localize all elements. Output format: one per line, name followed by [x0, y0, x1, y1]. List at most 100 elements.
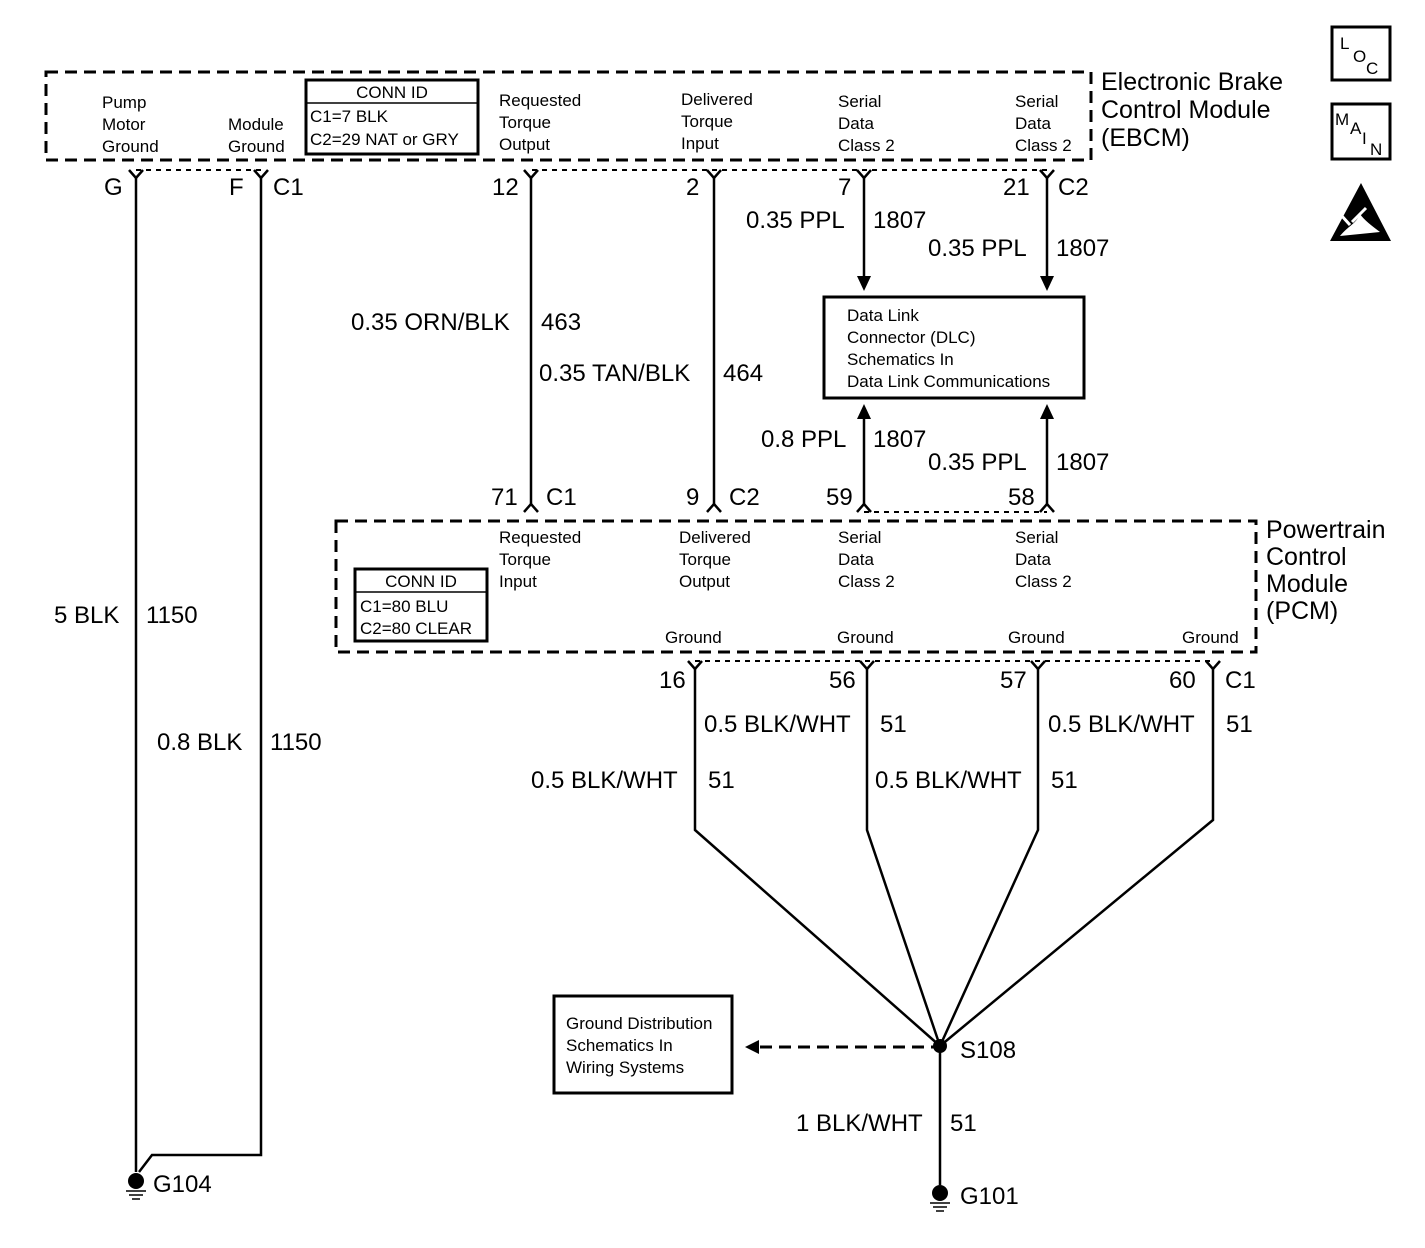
- ebcm-module-ground-1: Module: [228, 115, 284, 134]
- ebcm-serial-data-b-1: Serial: [1015, 92, 1058, 111]
- wire-g57-circuit: 51: [1051, 767, 1078, 794]
- dlc-line-4: Data Link Communications: [847, 372, 1050, 391]
- ebcm-title-2: Control Module: [1101, 96, 1271, 124]
- wire-5-blk-spec: 5 BLK: [54, 602, 119, 629]
- wire-ground-60: [939, 669, 1215, 1047]
- ebcm-del-torque-input-3: Input: [681, 134, 719, 153]
- ebcm-serial-data-a-1: Serial: [838, 92, 881, 111]
- wire-ppl-top-b-spec: 0.35 PPL: [928, 235, 1027, 262]
- ebcm-conn-id-header: CONN ID: [356, 83, 428, 102]
- pcm-outline: [334, 519, 1258, 654]
- wire-ppl-bot-b-spec: 0.35 PPL: [928, 449, 1027, 476]
- wire-orn-blk-spec: 0.35 ORN/BLK: [351, 309, 510, 336]
- ebcm-outline: [44, 70, 1093, 162]
- wire-ground-56: [865, 669, 942, 1047]
- wire-ground-57: [938, 669, 1040, 1047]
- ground-dist-line-2: Schematics In: [566, 1036, 673, 1055]
- pcm-serial-data-a-2: Data: [838, 550, 874, 569]
- ground-g101-label: G101: [960, 1183, 1019, 1210]
- ground-g101-icon: [930, 1185, 950, 1212]
- main-letter-a: A: [1350, 119, 1362, 138]
- ebcm-pin-21: 21: [1003, 174, 1030, 201]
- wire-5-blk-circuit: 1150: [146, 602, 198, 629]
- ebcm-pump-motor-ground-1: Pump: [102, 93, 146, 112]
- pcm-pin-c1-top: C1: [546, 484, 577, 511]
- pcm-serial-data-a-1: Serial: [838, 528, 881, 547]
- pcm-del-torque-output-1: Delivered: [679, 528, 751, 547]
- ebcm-serial-data-a-2: Data: [838, 114, 874, 133]
- pcm-serial-data-a-3: Class 2: [838, 572, 895, 591]
- ebcm-pin-2: 2: [686, 174, 699, 201]
- pcm-pin-58: 58: [1008, 484, 1035, 511]
- ground-dist-line-1: Ground Distribution: [566, 1014, 712, 1033]
- ground-wires-left: 5 BLK 1150 0.8 BLK 1150: [54, 178, 322, 1173]
- pcm-pin-56: 56: [829, 667, 856, 694]
- ebcm-conn-id-box: CONN ID C1=7 BLK C2=29 NAT or GRY: [304, 78, 480, 156]
- splice-label: S108: [960, 1037, 1016, 1064]
- ebcm-title-3: (EBCM): [1101, 124, 1190, 152]
- wire-g101-circuit: 51: [950, 1110, 977, 1137]
- wire-g56-spec: 0.5 BLK/WHT: [704, 711, 851, 738]
- pcm-pin-c2-top: C2: [729, 484, 760, 511]
- pcm-serial-data-b-3: Class 2: [1015, 572, 1072, 591]
- pcm-pin-c1-bottom: C1: [1225, 667, 1256, 694]
- wire-orn-blk-circuit: 463: [541, 309, 581, 336]
- ebcm-del-torque-input-2: Torque: [681, 112, 733, 131]
- wire-tan-blk-spec: 0.35 TAN/BLK: [539, 360, 690, 387]
- pcm-ground-label-4: Ground: [1182, 628, 1239, 647]
- pcm-req-torque-input-3: Input: [499, 572, 537, 591]
- loc-letter-c: C: [1366, 59, 1378, 78]
- pcm-title-1: Powertrain: [1266, 516, 1386, 544]
- main-letter-i: I: [1362, 129, 1367, 148]
- wire-g60-spec: 0.5 BLK/WHT: [1048, 711, 1195, 738]
- wire-g57-spec: 0.5 BLK/WHT: [875, 767, 1022, 794]
- torque-wires: 0.35 ORN/BLK 463 0.35 TAN/BLK 464: [351, 178, 763, 504]
- pcm-del-torque-output-3: Output: [679, 572, 730, 591]
- wire-ground-16: [693, 669, 941, 1047]
- arrow-down-icon: [857, 276, 871, 291]
- wire-g60-circuit: 51: [1226, 711, 1253, 738]
- pcm-title-2: Control: [1266, 543, 1347, 571]
- pcm-ground-label-1: Ground: [665, 628, 722, 647]
- ebcm-req-torque-output-3: Output: [499, 135, 550, 154]
- wire-0-8-blk: [138, 178, 263, 1173]
- arrow-up-icon: [1040, 404, 1054, 419]
- ebcm-conn-id-c2: C2=29 NAT or GRY: [310, 130, 459, 149]
- ebcm-pin-12: 12: [492, 174, 519, 201]
- ground-g104-icon: [126, 1173, 146, 1200]
- ground-distribution-box: Ground Distribution Schematics In Wiring…: [552, 994, 734, 1095]
- pcm-module: 71 C1 9 C2 59 58 Powertrain Control Modu…: [334, 484, 1386, 694]
- main-icon[interactable]: M A I N: [1330, 102, 1392, 161]
- arrow-up-icon: [857, 404, 871, 419]
- loc-letter-l: L: [1340, 34, 1349, 53]
- esd-warning-icon: [1330, 183, 1391, 241]
- pcm-req-torque-input-2: Torque: [499, 550, 551, 569]
- main-letter-m: M: [1335, 110, 1349, 129]
- ebcm-pin-c2: C2: [1058, 174, 1089, 201]
- ebcm-pump-motor-ground-2: Motor: [102, 115, 146, 134]
- wire-ppl-bot-a-circuit: 1807: [873, 426, 926, 453]
- ebcm-pin-f: F: [229, 174, 244, 201]
- ebcm-title-1: Electronic Brake: [1101, 68, 1283, 96]
- pcm-del-torque-output-2: Torque: [679, 550, 731, 569]
- ebcm-module-ground-2: Ground: [228, 137, 285, 156]
- ground-dist-line-3: Wiring Systems: [566, 1058, 684, 1077]
- ebcm-req-torque-output-2: Torque: [499, 113, 551, 132]
- dlc-line-1: Data Link: [847, 306, 919, 325]
- wire-ppl-bot-b-circuit: 1807: [1056, 449, 1109, 476]
- wire-tan-blk-circuit: 464: [723, 360, 763, 387]
- wire-ppl-top-a-spec: 0.35 PPL: [746, 207, 845, 234]
- pcm-conn-id-box: CONN ID C1=80 BLU C2=80 CLEAR: [353, 567, 489, 643]
- pcm-ground-label-2: Ground: [837, 628, 894, 647]
- ebcm-module: Electronic Brake Control Module (EBCM) P…: [44, 68, 1283, 201]
- serial-data-wires: 0.35 PPL 1807 0.35 PPL 1807 0.8 PPL 1807…: [746, 178, 1109, 504]
- pcm-pin-71: 71: [491, 484, 518, 511]
- dlc-line-3: Schematics In: [847, 350, 954, 369]
- ebcm-serial-data-a-3: Class 2: [838, 136, 895, 155]
- loc-icon[interactable]: L O C: [1330, 25, 1392, 82]
- ebcm-req-torque-output-1: Requested: [499, 91, 581, 110]
- ebcm-pin-c1: C1: [273, 174, 304, 201]
- ground-fan-wires: 0.5 BLK/WHT 51 0.5 BLK/WHT 51 0.5 BLK/WH…: [531, 669, 1253, 1047]
- ebcm-del-torque-input-1: Delivered: [681, 90, 753, 109]
- arrow-down-icon: [1040, 276, 1054, 291]
